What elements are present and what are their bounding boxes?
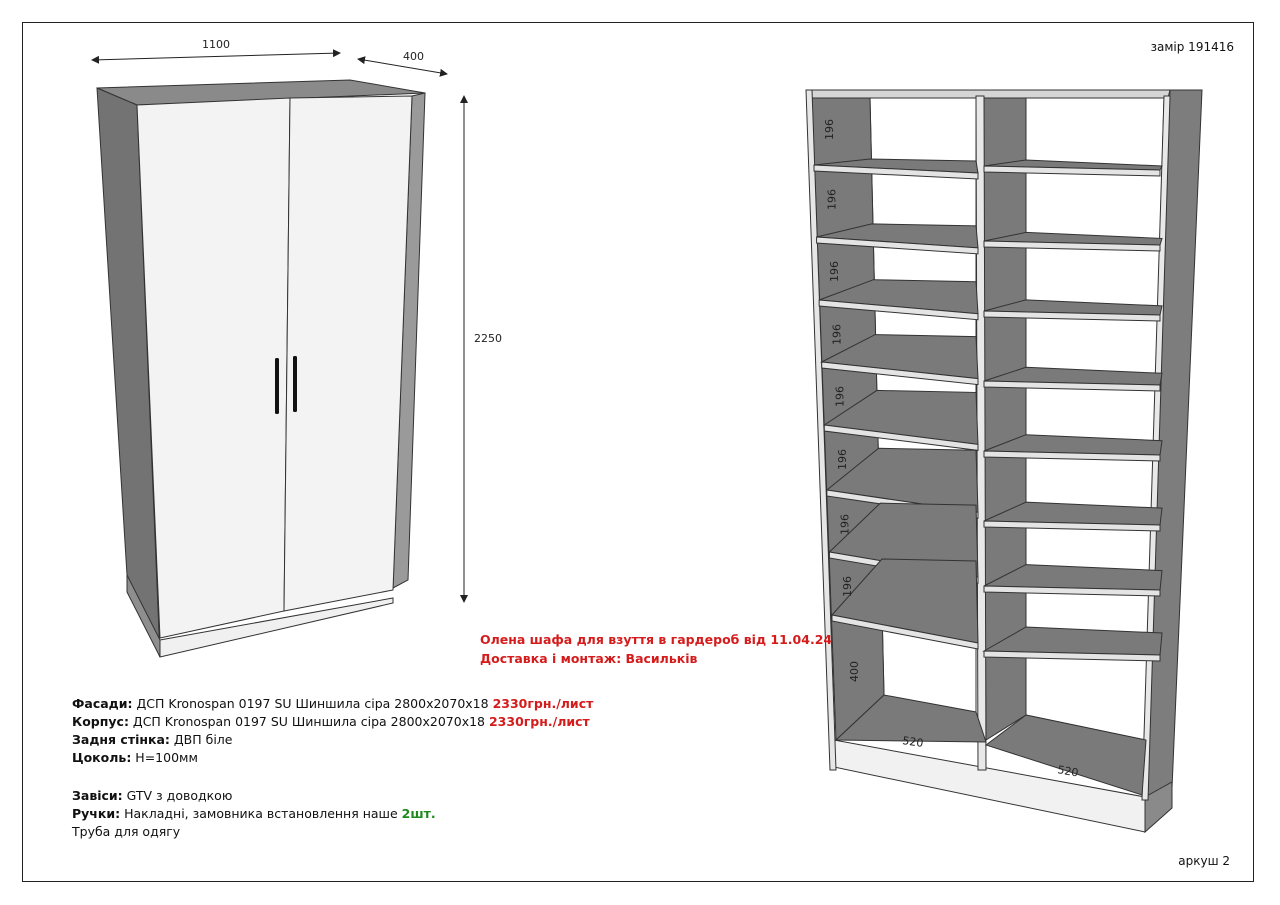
bottom-floor-right: [984, 714, 1147, 796]
spec-facades-label: Фасади:: [72, 696, 133, 711]
plinth-front: [159, 597, 394, 658]
spec-back-label: Задня стінка:: [72, 732, 170, 747]
shelf-right-edge-8: [983, 650, 1161, 662]
shelf-right-edge-1: [983, 165, 1161, 177]
width-dimension-line: [91, 49, 341, 64]
shelf-left-edge-2: [816, 236, 979, 255]
spec-rail: Труба для одягу: [72, 823, 180, 841]
depth-dimension-label: 400: [403, 50, 424, 63]
shelf-gap-label-2: 196: [826, 189, 839, 210]
spec-body-price: 2330грн./лист: [488, 714, 590, 729]
shelf-right-edge-5: [983, 450, 1161, 462]
cabinet-top-panel: [807, 89, 1171, 99]
shelf-left-edge-3: [818, 299, 979, 321]
spec-body: Корпус: ДСП Kronospan 0197 SU Шиншила сі…: [72, 713, 590, 731]
order-delivery: Доставка і монтаж: Васильків: [480, 651, 698, 666]
left-door-handle: [275, 358, 279, 414]
spec-handles-text: Накладні, замовника встановлення наше: [120, 806, 402, 821]
bottom-gap-label: 400: [848, 661, 861, 682]
width-dimension-label: 1100: [202, 38, 230, 51]
depth-dimension-line: [357, 56, 448, 77]
shelf-left-edge-4: [821, 361, 979, 386]
shelf-right-edge-6: [983, 520, 1161, 532]
shelf-gap-label-3: 196: [828, 261, 841, 282]
shelf-left-edge-5: [823, 424, 979, 451]
spec-rail-text: Труба для одягу: [72, 824, 181, 839]
measure-id: замір 191416: [1150, 40, 1234, 54]
spec-body-label: Корпус:: [72, 714, 129, 729]
shelf-right-edge-7: [983, 585, 1161, 597]
spec-handles-count: 2шт.: [401, 806, 436, 821]
compartment-width-right: 520: [1056, 763, 1079, 779]
spec-hinges-text: GTV з доводкою: [122, 788, 233, 803]
sheet-number: аркуш 2: [1178, 854, 1230, 868]
drawing-frame: [22, 22, 1254, 882]
shelf-right-edge-4: [983, 380, 1161, 392]
shelf-gap-label-7: 196: [838, 514, 851, 535]
shelf-left-edge-1: [813, 164, 979, 180]
shelf-gap-labels: 196 196 196 196 196 196 196 196: [823, 119, 854, 597]
spec-plinth-text: Н=100мм: [131, 750, 198, 765]
shelves-group: [813, 158, 1163, 662]
shelf-gap-label-5: 196: [833, 386, 846, 407]
shelf-gap-label-6: 196: [836, 449, 849, 470]
compartment-width-left: 520: [902, 734, 925, 750]
spec-handles-label: Ручки:: [72, 806, 121, 821]
open-plinth-side: [1144, 781, 1173, 834]
spec-facades-text: ДСП Kronospan 0197 SU Шиншила сіра 2800х…: [132, 696, 493, 711]
left-front-edge: [805, 89, 837, 771]
spec-facades-price: 2330грн./лист: [492, 696, 594, 711]
shelf-right-edge-2: [983, 240, 1161, 252]
shelf-gap-label-1: 196: [823, 119, 836, 140]
spec-handles: Ручки: Накладні, замовника встановлення …: [72, 805, 436, 823]
bottom-floor-left: [834, 694, 987, 743]
shelf-right-edge-3: [983, 310, 1161, 322]
spec-hinges-label: Завіси:: [72, 788, 123, 803]
order-title: Олена шафа для взуття в гардероб від 11.…: [480, 632, 833, 647]
right-door-handle: [293, 356, 297, 412]
shelf-gap-label-4: 196: [831, 324, 844, 345]
spec-hinges: Завіси: GTV з доводкою: [72, 787, 232, 805]
spec-plinth: Цоколь: Н=100мм: [72, 749, 198, 767]
spec-body-text: ДСП Kronospan 0197 SU Шиншила сіра 2800х…: [128, 714, 489, 729]
right-door: [283, 95, 413, 612]
spec-facades: Фасади: ДСП Kronospan 0197 SU Шиншила сі…: [72, 695, 593, 713]
shelf-left-edge-8: [831, 614, 979, 650]
height-dimension-label: 2250: [474, 332, 502, 345]
spec-plinth-label: Цоколь:: [72, 750, 132, 765]
spec-back-text: ДВП біле: [169, 732, 233, 747]
spec-back: Задня стінка: ДВП біле: [72, 731, 232, 749]
shelf-gap-label-8: 196: [841, 576, 854, 597]
